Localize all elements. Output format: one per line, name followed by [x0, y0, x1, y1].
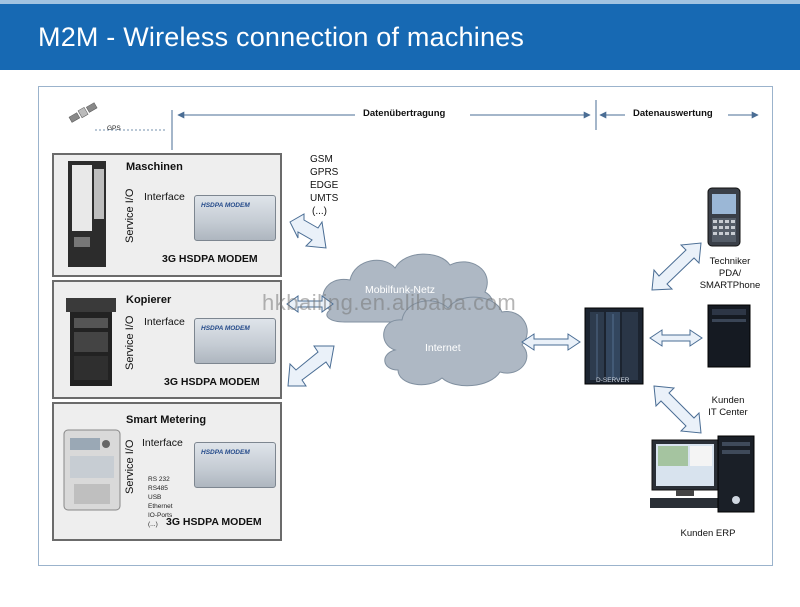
erp-label: Kunden ERP — [680, 528, 736, 539]
network-other: (...) — [312, 206, 327, 217]
service-io-label-3: Service I/O — [124, 439, 136, 494]
network-gsm: GSM — [310, 154, 333, 165]
modem-caption-2: 3G HSDPA MODEM — [164, 376, 260, 388]
satellite-icon — [68, 102, 98, 123]
title-bar-topline — [0, 0, 800, 4]
cloud-label-internet: Internet — [425, 342, 461, 354]
network-gprs: GPRS — [310, 167, 339, 178]
vending-machine-icon — [68, 161, 106, 267]
erp-workstation-icon — [650, 435, 755, 513]
modem-device-3: HSDPA MODEM — [194, 442, 276, 488]
modem-caption-3: 3G HSDPA MODEM — [166, 516, 262, 528]
network-edge: EDGE — [310, 180, 339, 191]
technician-label-line-2: PDA/ — [718, 268, 742, 279]
technician-label-line-3: SMARTPhone — [699, 280, 761, 291]
server-label: D-SERVER — [596, 377, 630, 384]
smart-meter-icon — [63, 429, 121, 511]
label-datenauswertung: Datenauswertung — [630, 108, 716, 119]
port-ethernet: Ethernet — [148, 503, 173, 510]
arrow-server-technician — [651, 242, 702, 291]
interface-label-2: Interface — [144, 316, 185, 328]
panel-title-maschinen: Maschinen — [126, 161, 183, 173]
panel-title-kopierer: Kopierer — [126, 294, 172, 306]
network-umts: UMTS — [310, 193, 339, 204]
modem-brand-label-1: HSDPA MODEM — [201, 202, 250, 209]
copier-icon — [66, 298, 116, 386]
port-rs232: RS 232 — [148, 476, 170, 483]
gps-label: GPS — [107, 125, 121, 132]
port-io: IO-Ports — [148, 512, 173, 519]
panel-title-smart-metering: Smart Metering — [126, 414, 207, 426]
arrow-server-erp — [653, 385, 702, 434]
service-io-label-2: Service I/O — [124, 315, 136, 370]
port-other: (...) — [148, 521, 158, 528]
arrow-modem3-cloud — [287, 345, 335, 387]
cloud-label-mobile: Mobilfunk-Netz — [365, 284, 436, 296]
port-rs485: RS485 — [148, 485, 168, 492]
interface-label-1: Interface — [144, 191, 185, 203]
server-rack-icon — [584, 307, 644, 385]
smartphone-icon — [707, 187, 741, 247]
modem-brand-label-3: HSDPA MODEM — [201, 449, 250, 456]
interface-label-3: Interface — [142, 437, 183, 449]
arrow-internet-server — [521, 333, 581, 351]
modem-device-2: HSDPA MODEM — [194, 318, 276, 364]
port-usb: USB — [148, 494, 162, 501]
arrow-modem2-cloud — [286, 295, 334, 313]
modem-caption-1: 3G HSDPA MODEM — [162, 253, 258, 265]
title-bar: M2M - Wireless connection of machines — [0, 0, 800, 70]
panel-maschinen: Maschinen Service I/O Interface HSDPA MO… — [52, 153, 282, 277]
technician-label-line-1: Techniker — [709, 256, 751, 267]
it-center-label: Kunden IT Center — [688, 395, 768, 419]
block-arrows — [137, 209, 703, 469]
timeline-lines — [95, 100, 759, 150]
internet-cloud — [383, 296, 528, 387]
modem-device-1: HSDPA MODEM — [194, 195, 276, 241]
service-io-label-1: Service I/O — [124, 188, 136, 243]
it-center-label-line-2: IT Center — [708, 407, 748, 418]
watermark: hkbailing.en.alibaba.com — [262, 290, 517, 315]
panel-smart-metering: Smart Metering Service I/O Interface HSD… — [52, 402, 282, 541]
it-center-tower-icon — [707, 304, 751, 368]
panel-kopierer: Kopierer Service I/O Interface HSDPA MOD… — [52, 280, 282, 399]
it-center-label-line-1: Kunden — [711, 395, 745, 406]
page-title: M2M - Wireless connection of machines — [38, 22, 525, 52]
arrow-server-itcenter — [649, 329, 703, 347]
technician-label: Techniker PDA/ SMARTPhone — [690, 256, 770, 292]
modem-brand-label-2: HSDPA MODEM — [201, 325, 250, 332]
label-datenuebertragung: Datenübertragung — [360, 108, 449, 119]
arrow-modem1-cloud — [289, 213, 327, 249]
